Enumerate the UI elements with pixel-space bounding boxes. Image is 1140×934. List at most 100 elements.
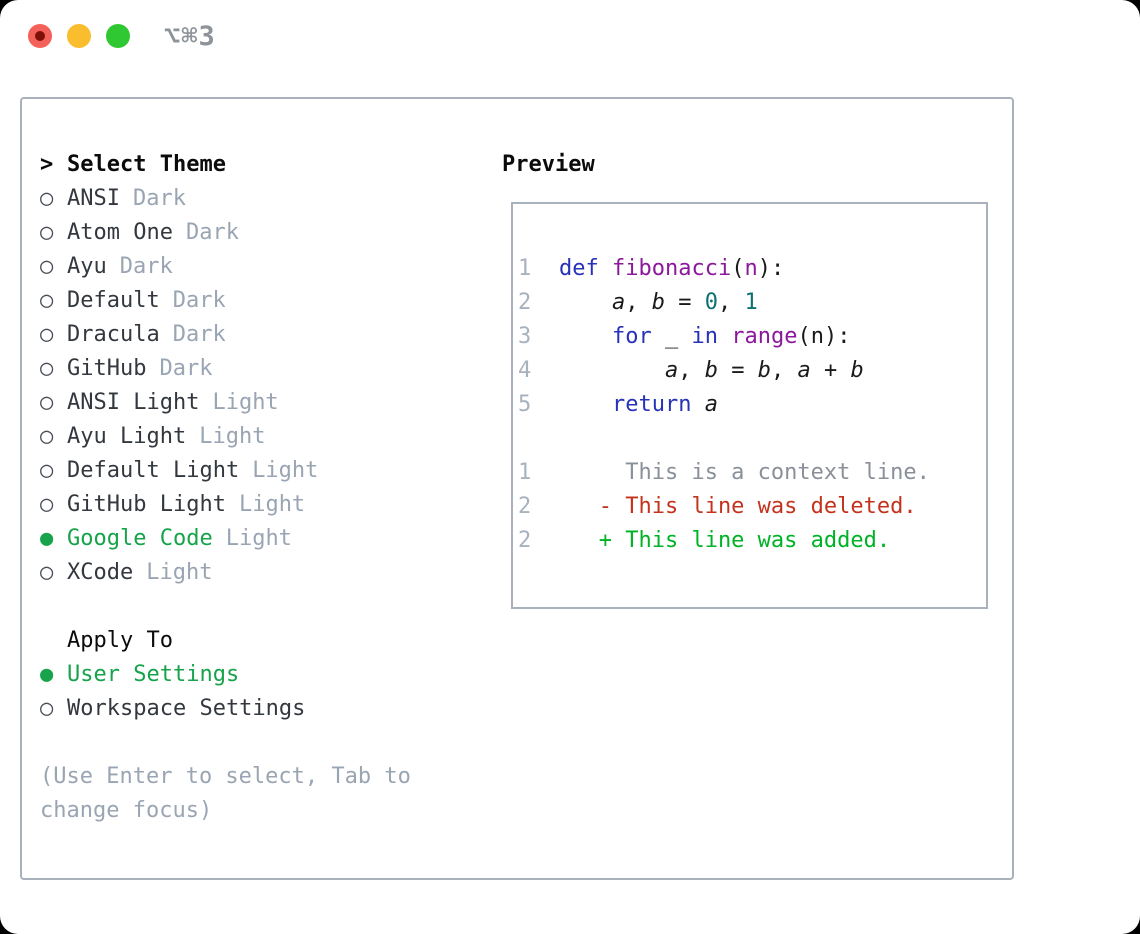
option-label: Dracula xyxy=(67,322,160,347)
line-number: 1 xyxy=(518,256,532,281)
option-label: Ayu Light xyxy=(67,424,187,449)
diff-line-ctx: 1 This is a context line. xyxy=(518,456,986,490)
option-variant-label: Light xyxy=(146,560,213,585)
heading-label: Apply To xyxy=(67,628,173,653)
code-token: b xyxy=(704,358,718,383)
close-button[interactable] xyxy=(28,24,52,48)
code-token: fibonacci xyxy=(612,256,732,281)
option-variant-label: Light xyxy=(225,526,292,551)
radio-unselected-icon: ○ xyxy=(40,458,54,483)
code-token: for xyxy=(611,324,652,349)
code-token: in xyxy=(691,324,718,349)
code-token: a xyxy=(797,358,811,383)
code-token xyxy=(599,252,612,286)
blank-line xyxy=(518,422,986,456)
code-token: b xyxy=(850,358,864,383)
option-variant-label: Light xyxy=(252,458,319,483)
code-token: a xyxy=(704,392,718,417)
code-token xyxy=(559,286,612,320)
window-title: ⌥⌘3 xyxy=(164,21,216,52)
theme-option-ansi[interactable]: ○ ANSI Dark xyxy=(40,182,480,216)
option-label: ANSI xyxy=(67,186,120,211)
code-token xyxy=(718,320,731,354)
minimize-button[interactable] xyxy=(67,24,91,48)
option-variant-label: Dark xyxy=(132,186,186,211)
code-token xyxy=(691,388,704,422)
diff-text: + This line was added. xyxy=(559,528,891,553)
code-token: = xyxy=(664,290,705,315)
apply-option-user-settings[interactable]: ● User Settings xyxy=(40,658,480,692)
code-token: , xyxy=(770,358,798,383)
line-number: 2 xyxy=(518,290,532,315)
option-label: User Settings xyxy=(67,662,240,687)
line-number: 5 xyxy=(518,392,532,417)
diff-text: This is a context line. xyxy=(559,460,930,485)
code-token: a xyxy=(611,290,626,315)
diff-line-add: 2 + This line was added. xyxy=(518,524,986,558)
option-label: Ayu xyxy=(67,254,107,279)
theme-option-google-code[interactable]: ● Google Code Light xyxy=(40,522,480,556)
radio-selected-icon: ● xyxy=(40,526,54,551)
line-number: 1 xyxy=(518,460,532,485)
code-line: 4 a, b = b, a + b xyxy=(518,354,986,388)
line-number: 2 xyxy=(518,528,532,553)
code-token: ( xyxy=(731,256,745,281)
option-variant-label: Dark xyxy=(119,254,173,279)
option-label: Atom One xyxy=(67,220,173,245)
code-token: ): xyxy=(757,256,785,281)
code-token: range xyxy=(731,324,798,349)
apply-to-heading: Apply To xyxy=(40,624,480,658)
preview-heading: Preview xyxy=(502,152,595,177)
radio-unselected-icon: ○ xyxy=(40,356,54,381)
diff-line-del: 2 - This line was deleted. xyxy=(518,490,986,524)
option-label: Google Code xyxy=(67,526,213,551)
apply-option-workspace-settings[interactable]: ○Workspace Settings xyxy=(40,692,480,726)
apply-to-section: Apply To ● User Settings ○Workspace Settin… xyxy=(40,624,480,726)
option-label: Workspace Settings xyxy=(67,696,306,721)
option-variant-label: Dark xyxy=(159,356,213,381)
code-token: return xyxy=(611,392,692,417)
theme-option-ayu-light[interactable]: ○ Ayu Light Light xyxy=(40,420,480,454)
radio-selected-icon: ● xyxy=(40,662,54,687)
option-variant-label: Light xyxy=(212,390,279,415)
code-token xyxy=(559,354,665,388)
code-token: (n): xyxy=(797,324,851,349)
radio-unselected-icon: ○ xyxy=(40,288,54,313)
zoom-button[interactable] xyxy=(106,24,130,48)
select-theme-heading: >Select Theme xyxy=(40,148,480,182)
option-label: XCode xyxy=(67,560,134,585)
option-variant-label: Dark xyxy=(172,322,226,347)
line-number: 4 xyxy=(518,358,532,383)
radio-unselected-icon: ○ xyxy=(40,424,54,449)
code-token: a xyxy=(664,358,679,383)
code-token: b xyxy=(757,358,771,383)
help-text: (Use Enter to select, Tab to change focu… xyxy=(40,764,411,823)
preview-section: Preview xyxy=(502,148,595,182)
radio-unselected-icon: ○ xyxy=(40,186,54,211)
code-line: 3 for _ in range(n): xyxy=(518,320,986,354)
theme-option-dracula[interactable]: ○ Dracula Dark xyxy=(40,318,480,352)
code-token: = xyxy=(717,358,758,383)
radio-unselected-icon: ○ xyxy=(40,220,54,245)
option-variant-label: Light xyxy=(199,424,266,449)
code-line: 5 return a xyxy=(518,388,986,422)
option-variant-label: Dark xyxy=(172,288,226,313)
code-token: , xyxy=(625,290,652,315)
diff-text: - This line was deleted. xyxy=(559,494,917,519)
radio-unselected-icon: ○ xyxy=(40,322,54,347)
radio-unselected-icon: ○ xyxy=(40,492,54,517)
code-line: 2 a, b = 0, 1 xyxy=(518,286,986,320)
